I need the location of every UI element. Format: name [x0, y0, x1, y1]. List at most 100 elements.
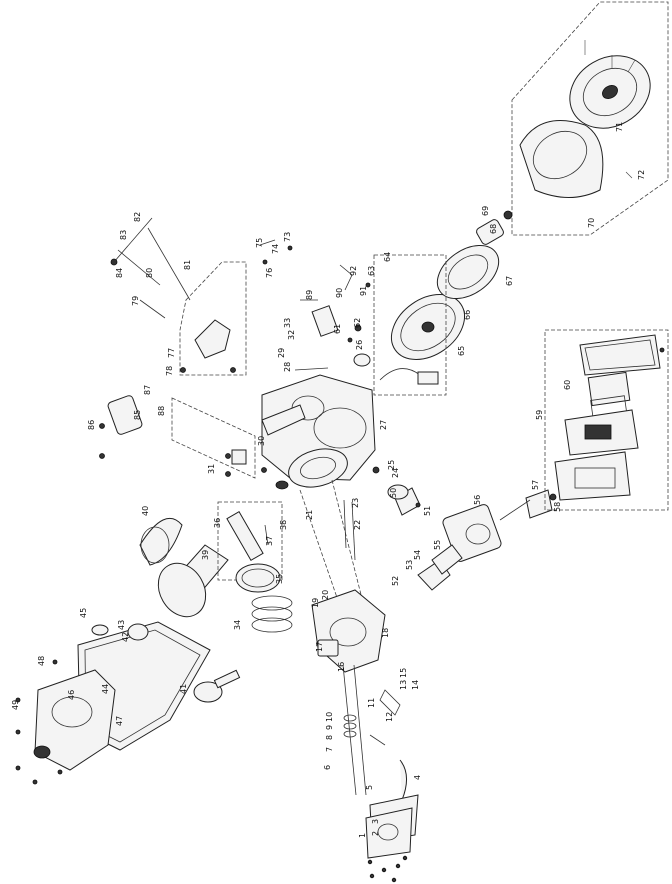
label-91: 91 — [359, 286, 368, 296]
label-19: 19 — [311, 598, 320, 608]
label-57: 57 — [531, 480, 540, 490]
oil-sensor-group — [99, 395, 256, 479]
label-28: 28 — [283, 362, 292, 372]
label-45: 45 — [79, 608, 88, 618]
label-42: 42 — [121, 632, 130, 642]
label-23: 23 — [351, 498, 360, 508]
label-36: 36 — [213, 518, 222, 528]
label-88: 88 — [157, 406, 166, 416]
part-labels: 1 2 3 4 5 6 7 8 9 10 11 12 13 14 15 16 1… — [11, 122, 646, 838]
label-80: 80 — [145, 268, 154, 278]
label-71: 71 — [615, 122, 624, 132]
crankcase-group — [261, 374, 376, 490]
crankshaft-group — [139, 501, 293, 633]
label-7: 7 — [325, 747, 334, 752]
label-65: 65 — [457, 346, 466, 356]
label-18: 18 — [381, 628, 390, 638]
label-58: 58 — [553, 502, 562, 512]
label-62: 62 — [353, 318, 362, 328]
label-63: 63 — [367, 266, 376, 276]
label-52: 52 — [391, 576, 400, 586]
cylinder-head-group — [299, 479, 407, 801]
label-16: 16 — [337, 662, 346, 672]
label-85: 85 — [133, 410, 142, 420]
label-66: 66 — [463, 310, 472, 320]
label-83: 83 — [119, 230, 128, 240]
label-20: 20 — [321, 590, 330, 600]
label-79: 79 — [131, 296, 140, 306]
label-84: 84 — [115, 268, 124, 278]
label-82: 82 — [133, 212, 142, 222]
label-1: 1 — [358, 833, 367, 838]
muffler-group — [365, 794, 419, 883]
label-13: 13 — [399, 680, 408, 690]
label-87: 87 — [143, 385, 152, 395]
flywheel-group — [373, 210, 513, 396]
label-44: 44 — [101, 684, 110, 694]
label-72: 72 — [637, 170, 646, 180]
label-2: 2 — [371, 831, 380, 836]
label-9: 9 — [325, 725, 334, 730]
label-39: 39 — [201, 550, 210, 560]
label-22: 22 — [353, 520, 362, 530]
label-10: 10 — [325, 712, 334, 722]
label-76: 76 — [265, 268, 274, 278]
label-6: 6 — [323, 765, 332, 770]
label-34: 34 — [233, 620, 242, 630]
label-35: 35 — [275, 574, 284, 584]
label-8: 8 — [325, 735, 334, 740]
label-92: 92 — [349, 266, 358, 276]
label-31: 31 — [207, 464, 216, 474]
label-68: 68 — [489, 224, 498, 234]
label-73: 73 — [283, 232, 292, 242]
label-75: 75 — [255, 238, 264, 248]
label-24: 24 — [391, 468, 400, 478]
air-filter-group — [544, 329, 669, 511]
label-56: 56 — [473, 495, 482, 505]
label-50: 50 — [389, 488, 398, 498]
label-67: 67 — [505, 276, 514, 286]
label-51: 51 — [423, 506, 432, 516]
label-78: 78 — [165, 366, 174, 376]
label-4: 4 — [413, 775, 422, 780]
label-90: 90 — [335, 288, 344, 298]
label-59: 59 — [535, 410, 544, 420]
label-47: 47 — [115, 716, 124, 726]
misc-small-parts — [259, 239, 421, 561]
label-53: 53 — [405, 560, 414, 570]
label-29: 29 — [277, 348, 286, 358]
recoil-starter-group — [511, 1, 669, 236]
label-86: 86 — [87, 420, 96, 430]
label-21: 21 — [305, 510, 314, 520]
label-14: 14 — [411, 680, 420, 690]
governor-linkage-group — [110, 217, 247, 376]
camshaft-group — [193, 669, 241, 703]
label-46: 46 — [67, 690, 76, 700]
label-15: 15 — [399, 668, 408, 678]
label-64: 64 — [383, 252, 392, 262]
label-55: 55 — [433, 540, 442, 550]
label-74: 74 — [271, 244, 280, 254]
label-12: 12 — [385, 712, 394, 722]
label-17: 17 — [315, 642, 324, 652]
label-37: 37 — [265, 536, 274, 546]
label-11: 11 — [367, 698, 376, 708]
label-32: 32 — [287, 330, 296, 340]
label-89: 89 — [305, 290, 314, 300]
label-69: 69 — [481, 206, 490, 216]
label-48: 48 — [37, 656, 46, 666]
label-43: 43 — [117, 620, 126, 630]
label-49: 49 — [11, 700, 20, 710]
label-61: 61 — [333, 324, 342, 334]
crankcase-cover-group — [15, 621, 211, 785]
label-5: 5 — [365, 785, 374, 790]
label-77: 77 — [167, 348, 176, 358]
label-54: 54 — [413, 550, 422, 560]
label-70: 70 — [587, 218, 596, 228]
label-27: 27 — [379, 420, 388, 430]
label-30: 30 — [257, 436, 266, 446]
label-60: 60 — [563, 380, 572, 390]
label-33: 33 — [283, 318, 292, 328]
label-25: 25 — [387, 460, 396, 470]
